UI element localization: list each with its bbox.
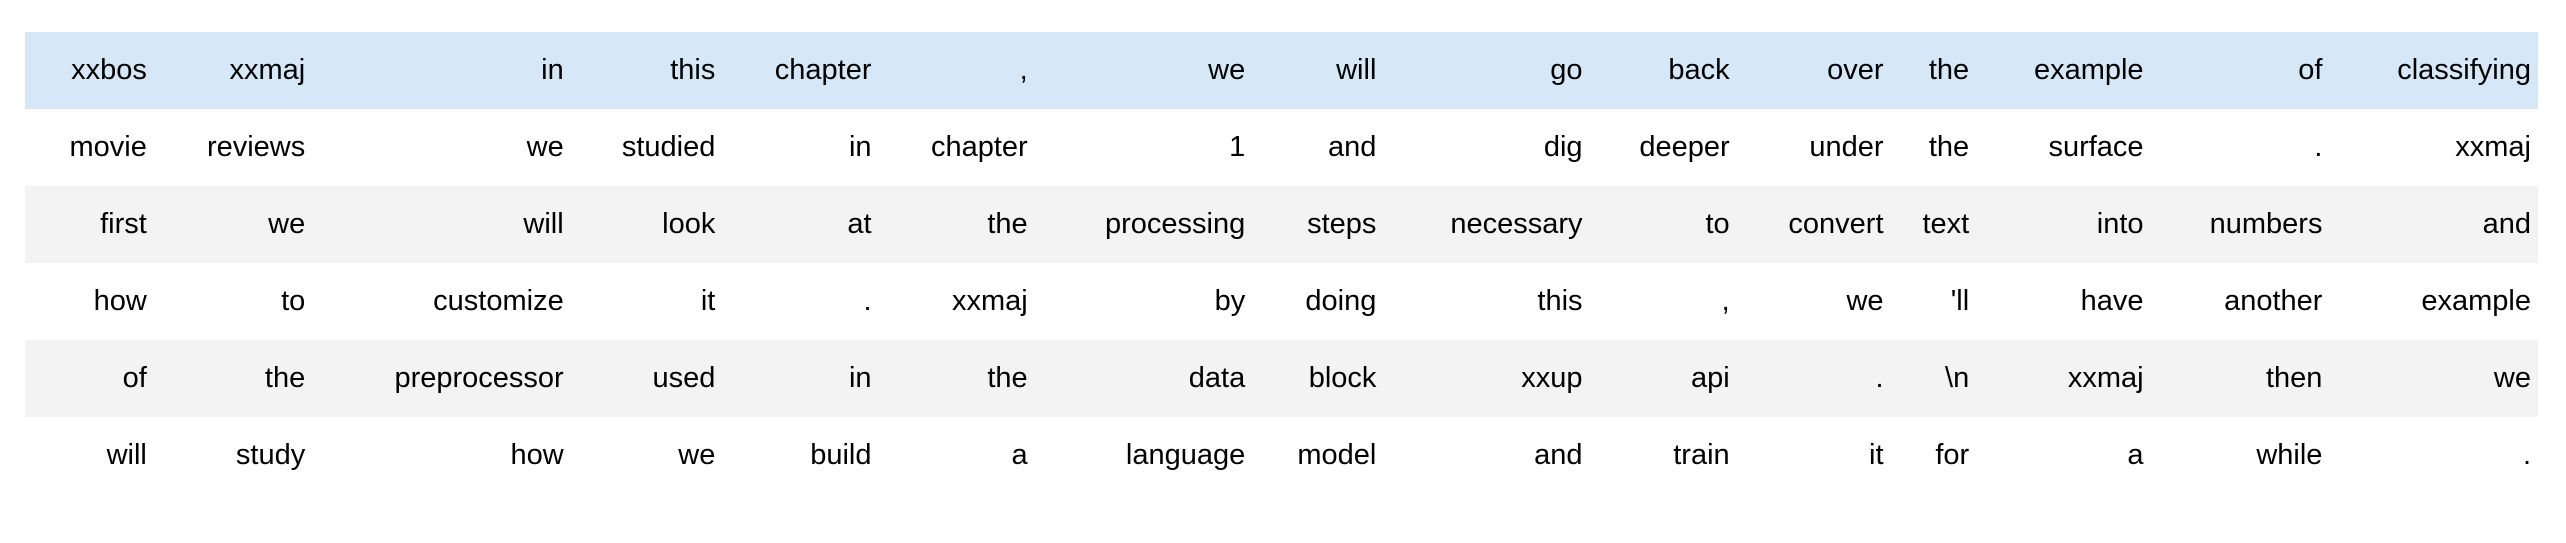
token-cell: study [235,439,306,471]
token-cell: . [1875,362,1884,394]
token-cell: preprocessor [394,362,564,394]
token-cell: have [2080,285,2144,317]
token-cell: xxmaj [951,285,1028,317]
token-cell: back [1668,54,1730,86]
token-cell: to [281,285,306,317]
token-cell: the [987,208,1028,240]
token-cell: 'll [1950,285,1970,317]
token-cell: chapter [774,54,872,86]
token-cell: the [1928,131,1970,163]
token-cell: xxup [1521,362,1583,394]
token-cell: , [1721,285,1730,317]
token-cell: movie [69,131,147,163]
token-cell: it [700,285,716,317]
token-cell: then [2265,362,2323,394]
token-cell: in [848,362,872,394]
table-row: movie reviews we studied in chapter 1 and dig dee… [25,109,2538,186]
table-row: first we will look at the processing steps neces… [25,186,2538,263]
token-cell: xxmaj [2067,362,2144,394]
token-cell: we [526,131,564,163]
token-cell: api [1690,362,1730,394]
token-cell: example [2421,285,2531,317]
token-cell: look [662,208,716,240]
token-cell: we [1208,54,1246,86]
token-cell: used [652,362,716,394]
token-cell: of [2298,54,2323,86]
token-cell: first [100,208,147,240]
token-cell: build [810,439,872,471]
token-cell: surface [2048,131,2144,163]
token-cell: a [2127,439,2144,471]
token-cell: we [2493,362,2531,394]
token-cell: for [1935,439,1970,471]
token-cell: train [1673,439,1730,471]
token-cell: at [847,208,872,240]
token-cell: convert [1788,208,1884,240]
token-cell: dig [1543,131,1583,163]
token-cell: this [670,54,716,86]
token-cell: classifying [2397,54,2531,86]
token-cell: into [2096,208,2144,240]
table-row: of the preprocessor used in the data block xxup a… [25,340,2538,417]
token-cell: under [1809,131,1884,163]
token-cell: . [863,285,872,317]
token-cell: text [1922,208,1970,240]
token-cell: example [2033,54,2144,86]
token-cell: it [1869,439,1884,471]
token-cell: in [848,131,872,163]
token-cell: to [1705,208,1730,240]
token-cell: go [1550,54,1583,86]
token-cell: steps [1307,208,1377,240]
token-cell: we [1846,285,1884,317]
token-cell: the [264,362,306,394]
token-cell: customize [433,285,564,317]
token-cell: a [1011,439,1028,471]
token-cell: and [2482,208,2531,240]
token-cell: model [1297,439,1377,471]
token-cell: necessary [1450,208,1583,240]
token-cell: how [93,285,147,317]
token-cell: data [1188,362,1246,394]
table-row: xxbos xxmaj in this chapter, we will go back over… [25,32,2538,109]
token-cell: xxmaj [2455,131,2531,163]
token-cell: doing [1305,285,1377,317]
token-cell: will [106,439,147,471]
token-cell: processing [1104,208,1246,240]
token-cell: the [987,362,1028,394]
token-cell: . [2314,131,2323,163]
token-cell: will [1336,54,1377,86]
token-cell: language [1125,439,1246,471]
token-cell: in [541,54,564,86]
token-cell: xxmaj [229,54,306,86]
token-cell: over [1827,54,1884,86]
token-cell: and [1534,439,1583,471]
token-cell: \n [1945,362,1970,394]
token-cell: the [1928,54,1970,86]
token-cell: this [1537,285,1583,317]
token-cell: studied [621,131,716,163]
token-cell: numbers [2209,208,2323,240]
token-cell: will [523,208,564,240]
token-cell: . [2522,439,2531,471]
token-table-body: xxbos xxmaj in this chapter, we will go back over… [25,32,2538,494]
token-cell: 1 [1229,131,1246,163]
token-cell: block [1308,362,1377,394]
token-cell: we [268,208,306,240]
notebook-output-area: xxbos xxmaj in this chapter, we will go back over… [25,32,2538,494]
token-cell: and [1328,131,1377,163]
token-cell: deeper [1639,131,1730,163]
token-cell: of [122,362,147,394]
table-row: how to customize it. xxmaj by doing this, we 'll h… [25,263,2538,340]
token-cell: reviews [206,131,306,163]
token-cell: how [510,439,564,471]
table-row: will study how we build a language model and trai… [25,417,2538,494]
token-cell: we [678,439,716,471]
token-cell: chapter [930,131,1028,163]
token-cell: , [1019,54,1028,86]
token-cell: another [2224,285,2323,317]
token-cell: while [2256,439,2323,471]
token-cell: xxbos [71,54,147,86]
token-table: xxbos xxmaj in this chapter, we will go back over… [25,32,2538,494]
token-cell: by [1214,285,1246,317]
